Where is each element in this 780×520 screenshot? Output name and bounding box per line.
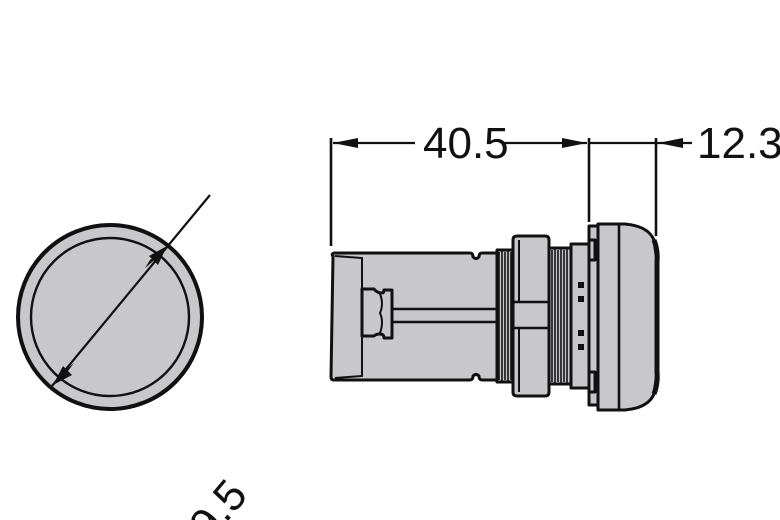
mounting-collar bbox=[569, 242, 591, 390]
diameter-label: Ø29.5 bbox=[142, 471, 257, 520]
diameter-arrow-lower-head bbox=[53, 366, 72, 385]
clip-detail bbox=[378, 293, 383, 334]
length-label: 40.5 bbox=[423, 119, 509, 168]
diameter-arrow-upper-head bbox=[149, 246, 167, 265]
hex-nut bbox=[511, 234, 551, 398]
front-view: Ø29.5 bbox=[16, 194, 257, 520]
side-view: 40.5 12.3 bbox=[329, 119, 780, 412]
length-arrow-left bbox=[333, 138, 358, 148]
head-arrow bbox=[658, 138, 683, 148]
thread-lines-2 bbox=[551, 249, 568, 383]
front-view-outer-rim-shadow bbox=[18, 225, 204, 411]
rear-taper-lower bbox=[334, 329, 363, 379]
thread-lines-1 bbox=[498, 251, 512, 381]
diameter-dimension-line bbox=[51, 194, 211, 387]
bezel-tab-top bbox=[587, 238, 597, 262]
button-face-edge bbox=[651, 239, 660, 395]
collar-notches bbox=[578, 282, 584, 350]
length-arrow-right bbox=[562, 138, 587, 148]
bezel-tab-bottom bbox=[587, 370, 597, 394]
rear-body bbox=[329, 251, 499, 382]
rear-taper bbox=[334, 255, 363, 289]
terminal-clip bbox=[360, 287, 394, 340]
button-head bbox=[596, 222, 659, 412]
head-label: 12.3 bbox=[697, 119, 780, 168]
